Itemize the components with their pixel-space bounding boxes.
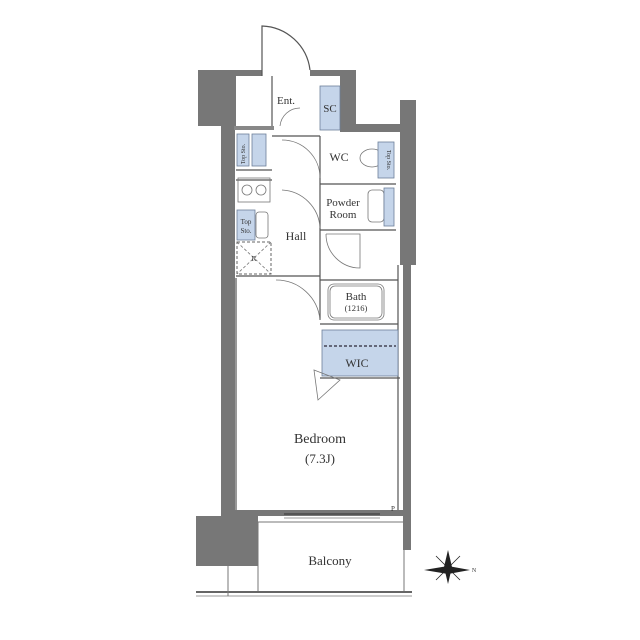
label-bath: Bath [346,291,367,303]
label-bedroom: Bedroom [294,432,346,447]
wc-door-swing [281,139,321,179]
label-wic: WIC [345,356,368,370]
label-balcony: Balcony [308,553,352,568]
label-hall: Hall [286,229,307,243]
wc-top-wall [340,124,400,132]
door-swing [279,107,301,127]
washbasin [367,189,385,223]
column-top-left [198,70,236,126]
label-top-storage-3: Top Sto. [385,150,391,171]
label-pipe-space: P [391,505,395,513]
sc-wall [340,76,356,128]
burner-icon [241,184,253,196]
label-wc: WC [329,150,348,164]
label-compass-north: N [472,568,477,574]
powder-door-swing [281,189,321,229]
left-exterior-wall [221,126,235,516]
top-storage-1 [236,133,250,167]
top-wall-left [234,70,262,76]
entrance-door [261,25,311,76]
right-column-upper [400,100,416,265]
column-bottom-left [196,516,258,566]
bathtub [327,283,385,321]
wic-door [313,369,341,401]
bath-door [325,233,361,269]
top-storage-3 [377,141,395,179]
top-storage-2 [236,209,256,241]
bedroom-door-swing [275,279,321,321]
kitchen-sink [255,211,269,239]
shoe-closet [319,85,341,131]
burner-icon [255,184,267,196]
label-powder-line2: Room [330,209,357,221]
refrigerator-cross [236,241,272,275]
partition [234,126,274,130]
label-powder-line1: Powder [326,197,360,209]
label-bedroom-size: (7.3J) [305,451,335,466]
cooktop [237,177,271,203]
label-bath-size: (1216) [345,303,368,313]
refrigerator-space [236,241,272,275]
label-top-storage-2-line2: Sto. [240,227,251,235]
label-shoe-closet: SC [323,103,336,115]
right-exterior-wall [403,265,411,550]
compass-icon [424,550,470,584]
wic-storage [321,329,399,377]
top-wall-right [310,70,356,76]
refrigerator-cross [236,241,272,275]
label-top-storage-1: Top Sto. [241,143,247,164]
bathtub-inner [329,285,383,319]
top-storage-1b [251,133,267,167]
label-top-storage-2-line1: Top [241,218,252,226]
label-entrance: Ent. [277,95,295,107]
label-refrigerator: R [252,255,257,263]
washer-space [383,187,395,227]
